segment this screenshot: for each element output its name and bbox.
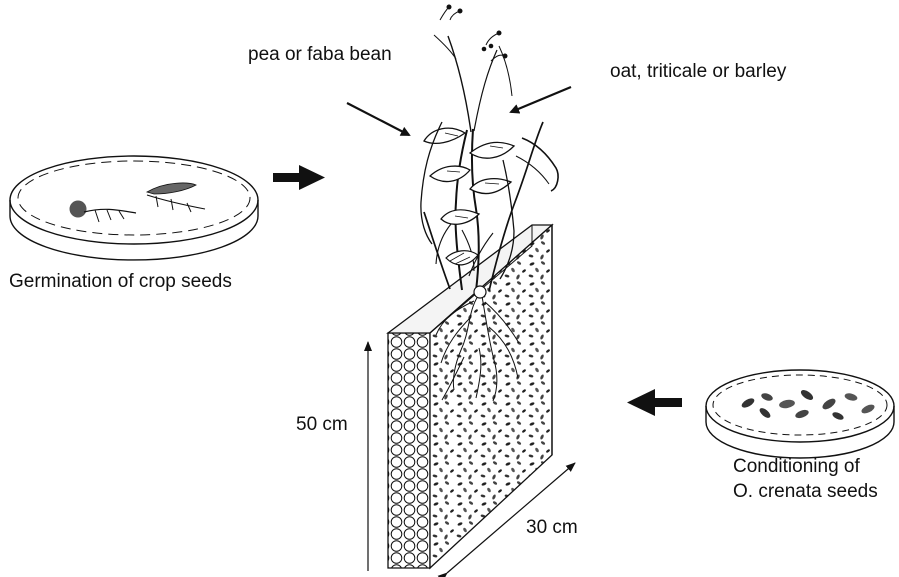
conditioning-dish-icon — [706, 370, 894, 458]
right-arrow-icon — [273, 165, 325, 190]
conditioning-label-line1: Conditioning of — [733, 456, 860, 479]
cereal-pointer-arrow — [511, 87, 571, 112]
legume-pointer-arrow — [347, 103, 409, 135]
width-label: 30 cm — [526, 517, 578, 540]
conditioning-species: O. crenata — [733, 481, 822, 502]
left-arrow-icon — [627, 389, 682, 416]
germination-dish-icon — [10, 156, 258, 260]
conditioning-label-line2: O. crenata seeds — [733, 481, 878, 504]
height-label: 50 cm — [296, 414, 348, 437]
germination-label: Germination of crop seeds — [9, 271, 232, 294]
conditioning-tail: seeds — [822, 481, 878, 502]
cereal-label: oat, triticale or barley — [610, 61, 786, 84]
pea-leaves-icon — [424, 128, 514, 224]
rhizotron-icon — [388, 5, 558, 569]
legume-label: pea or faba bean — [248, 44, 392, 67]
